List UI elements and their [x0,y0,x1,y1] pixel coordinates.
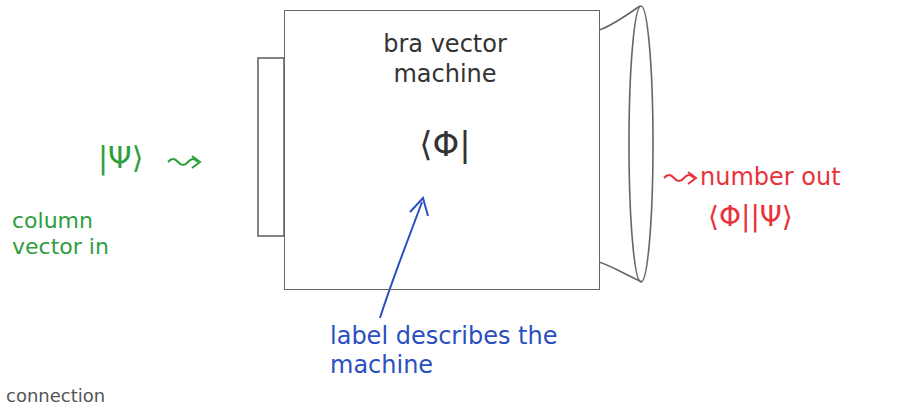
output-funnel [599,6,642,282]
input-slot [258,58,284,236]
ket-input: |Ψ⟩ [98,140,168,176]
input-arrowhead [192,156,200,168]
funnel-mouth [629,6,653,282]
bra-label: ⟨Φ| [385,123,505,166]
input-arrow [168,159,198,165]
output-arrowhead [688,172,696,184]
pointer-arrowhead [410,198,428,216]
label-note: label describes the machine [330,322,630,380]
pointer-arrow [380,202,422,318]
input-note: column vector in [12,208,144,261]
machine-name: bra vector machine [345,29,545,89]
output-arrow [664,175,694,181]
output-note: number out [700,163,880,192]
machine-box: bra vector machine ⟨Φ| [284,10,600,290]
bra-ket-result: ⟨Φ||Ψ⟩ [708,200,858,234]
side-note: connection [6,385,166,407]
